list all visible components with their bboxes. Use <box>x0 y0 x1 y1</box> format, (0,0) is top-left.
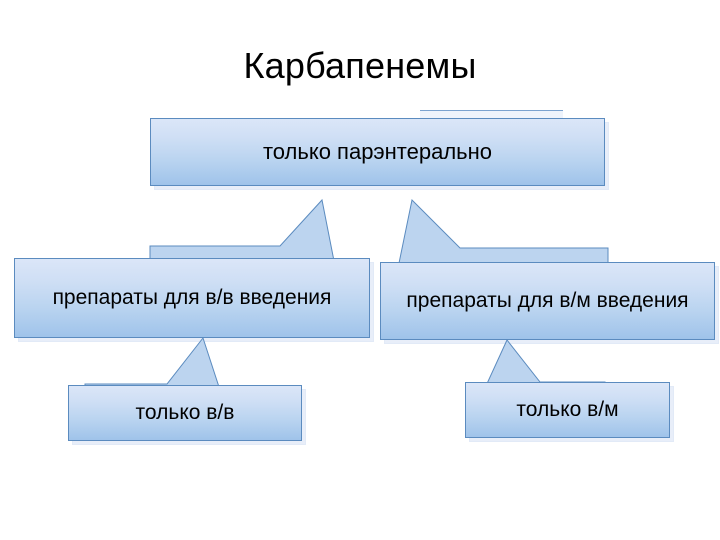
node-root-box[interactable]: только парэнтерально <box>150 118 605 186</box>
connector-root-to-im <box>397 198 609 269</box>
node-root-label: только парэнтерально <box>262 139 493 164</box>
node-branch-iv-box[interactable]: препараты для в/в введения <box>14 258 370 338</box>
node-leaf-im-label: только в/м <box>516 398 619 421</box>
connector-root-to-iv <box>149 198 336 267</box>
node-leaf-iv-box[interactable]: только в/в <box>68 385 302 441</box>
connector-iv-to-leaf <box>84 336 221 391</box>
node-branch-iv-label: препараты для в/в введения <box>52 286 332 309</box>
node-branch-im-label: препараты для в/м введения <box>406 289 689 312</box>
node-leaf-iv-label: только в/в <box>135 401 235 424</box>
tapered-arrow-up-icon <box>84 336 221 391</box>
node-leaf-im-box[interactable]: только в/м <box>465 382 670 438</box>
tapered-arrow-up-icon <box>397 198 609 269</box>
background-plate-artifact <box>420 110 563 120</box>
page-title: Карбапенемы <box>243 45 477 86</box>
connector-im-to-leaf <box>484 339 606 389</box>
node-branch-im-box[interactable]: препараты для в/м введения <box>380 262 715 340</box>
tapered-arrow-up-icon <box>484 339 606 389</box>
tapered-arrow-up-icon <box>149 198 336 267</box>
